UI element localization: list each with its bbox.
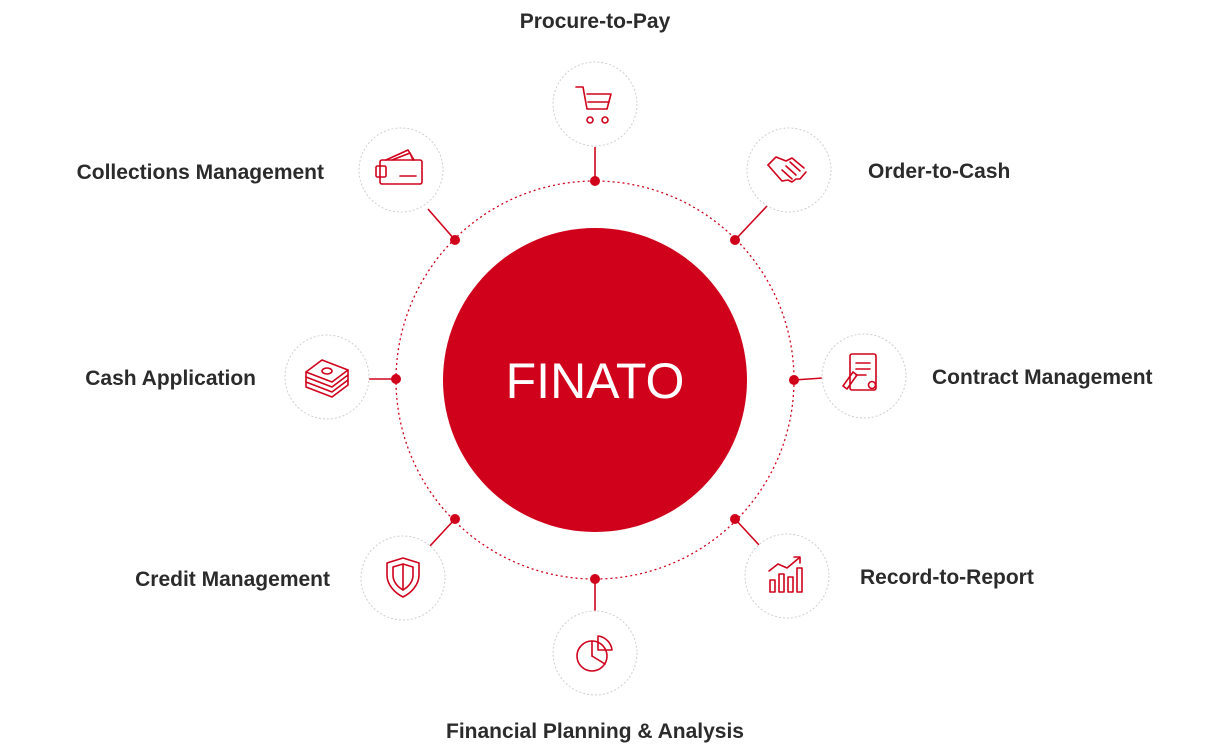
connector-dot bbox=[450, 235, 460, 245]
connector-dot bbox=[730, 235, 740, 245]
node-record-to-report[interactable]: Record-to-Report bbox=[730, 514, 1034, 619]
node-procure-to-pay[interactable]: Procure-to-Pay bbox=[520, 10, 671, 186]
node-financial-planning-analysis[interactable]: Financial Planning & Analysis bbox=[446, 574, 744, 743]
node-label: Procure-to-Pay bbox=[520, 10, 671, 33]
icon-circle bbox=[552, 610, 638, 696]
node-label: Collections Management bbox=[77, 161, 324, 184]
node-label: Record-to-Report bbox=[860, 566, 1034, 589]
center-circle bbox=[443, 228, 747, 532]
connector-line bbox=[734, 205, 768, 241]
node-label: Credit Management bbox=[135, 568, 330, 591]
icon-circle bbox=[744, 533, 830, 619]
connector-dot bbox=[391, 374, 401, 384]
node-cash-application[interactable]: Cash Application bbox=[85, 334, 401, 420]
contract-document-icon bbox=[842, 353, 877, 391]
node-label: Contract Management bbox=[932, 366, 1153, 389]
node-contract-management[interactable]: Contract Management bbox=[789, 333, 1153, 419]
connector-dot bbox=[450, 514, 460, 524]
bar-chart-icon bbox=[768, 556, 803, 593]
icon-circle bbox=[358, 127, 444, 213]
wallet-icon bbox=[375, 149, 423, 185]
icon-circle bbox=[746, 127, 832, 213]
connector-dot bbox=[730, 514, 740, 524]
connector-dot bbox=[789, 375, 799, 385]
pie-chart-icon bbox=[576, 635, 613, 672]
node-label: Financial Planning & Analysis bbox=[446, 720, 744, 743]
connector-dot bbox=[590, 176, 600, 186]
cash-stack-icon bbox=[305, 359, 349, 398]
node-label: Cash Application bbox=[85, 367, 256, 390]
icon-circle bbox=[284, 334, 370, 420]
connector-dot bbox=[590, 574, 600, 584]
connector-line bbox=[734, 518, 761, 547]
icon-circle bbox=[821, 333, 907, 419]
node-collections-management[interactable]: Collections Management bbox=[77, 127, 460, 245]
shield-icon bbox=[386, 557, 420, 598]
connector-line bbox=[429, 518, 456, 547]
handshake-icon bbox=[767, 156, 807, 183]
connector-line bbox=[427, 208, 456, 241]
shopping-cart-icon bbox=[575, 86, 612, 124]
node-order-to-cash[interactable]: Order-to-Cash bbox=[730, 127, 1010, 245]
center-title: FINATO bbox=[506, 353, 685, 409]
icon-circle bbox=[552, 61, 638, 147]
node-credit-management[interactable]: Credit Management bbox=[135, 514, 460, 621]
node-label: Order-to-Cash bbox=[868, 160, 1010, 183]
